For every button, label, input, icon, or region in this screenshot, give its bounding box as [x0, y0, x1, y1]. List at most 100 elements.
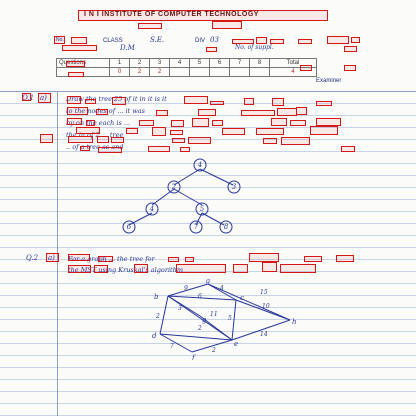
mark-cell: [209, 67, 230, 77]
word-box: [281, 137, 310, 145]
tree-node-label: 4: [197, 161, 202, 169]
graph-edge-weight: 9: [184, 285, 188, 292]
word-box: [210, 101, 224, 105]
graph-edge-weight: 15: [260, 289, 268, 296]
header-divider: [0, 91, 416, 92]
word-box: [85, 99, 96, 104]
word-box: [212, 120, 223, 126]
header-box-i: [344, 46, 357, 52]
word-box: [156, 110, 168, 116]
word-box: [134, 264, 148, 273]
graph-diagram: a b c d e f g h 9 4 15 6 2 3 11 5 10 2 7…: [152, 278, 297, 360]
subtitle-box-1: [138, 23, 162, 29]
q1-line: the in of 2 ... tree: [66, 131, 124, 139]
tree-node-label: 5: [200, 205, 205, 213]
class-value: S.E.: [150, 36, 165, 44]
marks-col: 6: [209, 58, 230, 68]
graph-vertex-label: c: [240, 294, 244, 302]
word-box: [233, 264, 248, 273]
q2-part-box: [46, 253, 59, 262]
margin-line: [57, 92, 58, 416]
tree-node-label: 7: [194, 223, 199, 231]
word-box: [176, 264, 226, 273]
roll-label-box: [54, 36, 65, 44]
graph-edge-weight: 11: [210, 311, 218, 318]
marks-col: 7: [229, 58, 250, 68]
tree-node-label: 4: [149, 205, 154, 213]
word-box: [222, 128, 245, 135]
word-box: [263, 138, 277, 144]
word-box: [76, 127, 100, 134]
graph-edge-weight: 2: [155, 313, 160, 320]
word-box: [249, 253, 279, 262]
mark-cell: 0: [109, 67, 130, 77]
word-box: [316, 118, 341, 126]
q2-part: a): [48, 254, 55, 262]
word-box: [277, 108, 297, 116]
word-box: [152, 127, 166, 136]
mark-cell: [249, 67, 270, 77]
graph-vertex-label: a: [206, 278, 210, 285]
word-box: [86, 120, 95, 126]
graph-edge-weight: 6: [198, 293, 202, 300]
institute-title: I N I INSTITUTE OF COMPUTER TECHNOLOGY: [84, 11, 259, 18]
header-box-f: [351, 37, 360, 43]
marks-col: 1: [109, 58, 130, 68]
word-box: [168, 257, 179, 262]
class-label: CLASS: [103, 38, 123, 44]
graph-edge-weight: 3: [178, 305, 182, 312]
mark-cell: 2: [149, 67, 170, 77]
marks-col: 8: [249, 58, 270, 68]
tree-diagram: 4 2 3 4 5 6 7 8: [122, 158, 241, 234]
word-box: [98, 147, 122, 153]
word-box: [111, 137, 124, 143]
word-box: [112, 97, 126, 105]
roll-value-box: [71, 37, 87, 44]
word-box: [316, 101, 332, 106]
q1-line: to the nodes of ... it was: [66, 107, 145, 115]
word-box: [68, 136, 93, 143]
supplement-note: No. of suppl.: [235, 44, 274, 51]
graph-vertex-label: f: [191, 354, 196, 360]
div-value: 03: [210, 36, 219, 44]
q2-number: Q.2: [26, 254, 39, 262]
name-initials: D.M: [120, 44, 135, 52]
header-box-b: [256, 37, 267, 44]
word-box: [172, 138, 185, 143]
word-box: [272, 98, 284, 106]
q1-part: a): [40, 94, 47, 102]
word-box: [310, 126, 338, 135]
institute-title-box: [78, 10, 328, 21]
mark-cell: 2: [129, 67, 150, 77]
examiner-label: Examiner: [316, 78, 342, 84]
word-box: [96, 109, 108, 115]
graph-edge-weight: 2: [197, 325, 202, 332]
word-box: [290, 120, 306, 126]
word-box: [170, 130, 183, 135]
word-box: [171, 120, 184, 127]
tree-node-label: 6: [127, 223, 132, 231]
table-box-2: [68, 72, 84, 77]
word-box: [188, 137, 211, 144]
word-box: [304, 256, 322, 262]
q1-number-box: [22, 93, 31, 101]
word-box: [98, 256, 113, 262]
tree-node-label: 2: [171, 183, 177, 191]
table-box-1: [66, 61, 85, 67]
word-box: [67, 107, 88, 115]
word-box: [296, 107, 307, 115]
header-box-d: [298, 39, 312, 44]
word-box: [94, 265, 108, 273]
graph-vertex-label: e: [234, 340, 238, 348]
graph-vertex-label: b: [154, 293, 159, 301]
header-box-c: [270, 39, 284, 44]
word-box: [192, 118, 209, 127]
q1-number: Q.1: [22, 94, 35, 102]
word-box: [280, 264, 316, 273]
word-box: [256, 128, 284, 135]
graph-edge-weight: 7: [170, 343, 174, 350]
q1-part-box: [38, 93, 51, 103]
word-box: [241, 110, 275, 116]
word-box: [180, 147, 190, 152]
